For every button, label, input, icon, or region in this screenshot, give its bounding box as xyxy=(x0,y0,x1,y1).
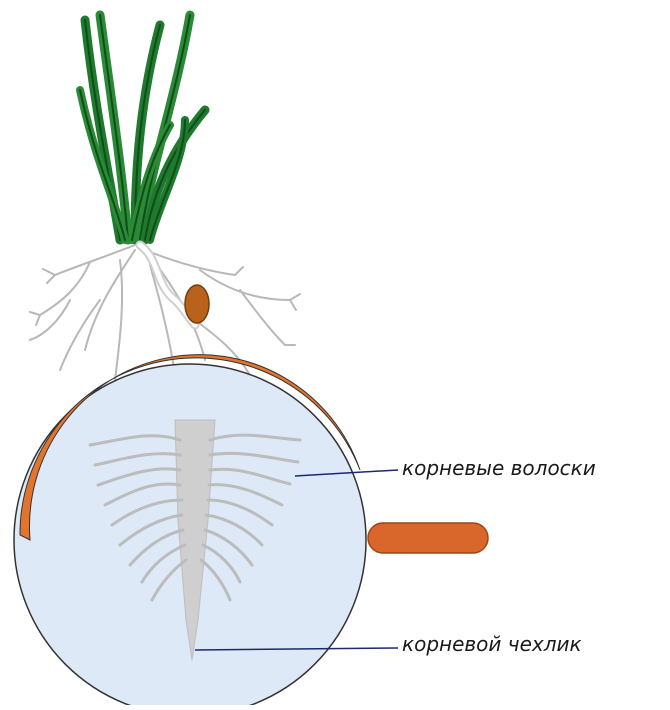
magnifier-handle xyxy=(368,523,488,553)
seed-and-sprout xyxy=(140,245,209,325)
root-hairs-label: корневые волоски xyxy=(402,456,596,480)
plant-leaves xyxy=(80,15,205,240)
root-cap-label: корневой чехлик xyxy=(402,632,582,656)
